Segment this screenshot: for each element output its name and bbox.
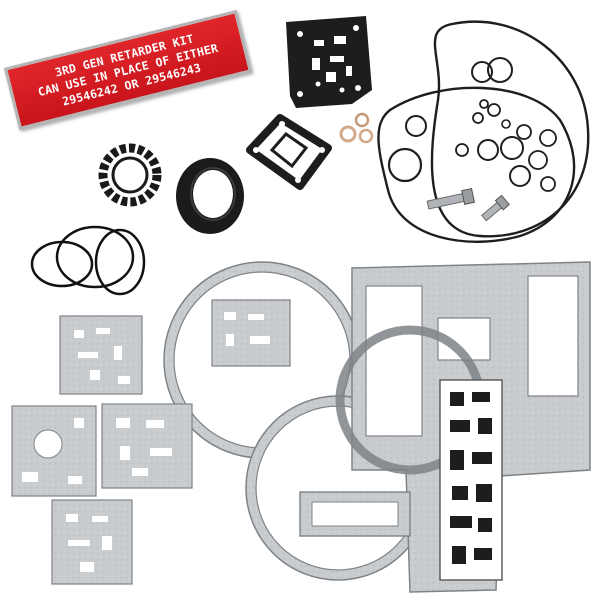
plate-gasket-2	[211, 299, 291, 367]
plate-gasket-1	[59, 315, 143, 395]
black-plate-gasket	[286, 16, 372, 108]
lock-washer	[98, 143, 162, 207]
washers	[339, 112, 374, 144]
plate-gasket-3	[11, 405, 97, 497]
frame-gasket-right	[299, 261, 591, 593]
plate-gasket-5	[51, 499, 133, 585]
shaft-seal	[176, 158, 244, 234]
black-square-gasket	[246, 114, 332, 190]
o-rings	[377, 20, 590, 243]
plate-gasket-4	[101, 403, 193, 489]
bolts	[426, 187, 511, 222]
piston-rings	[30, 225, 146, 296]
